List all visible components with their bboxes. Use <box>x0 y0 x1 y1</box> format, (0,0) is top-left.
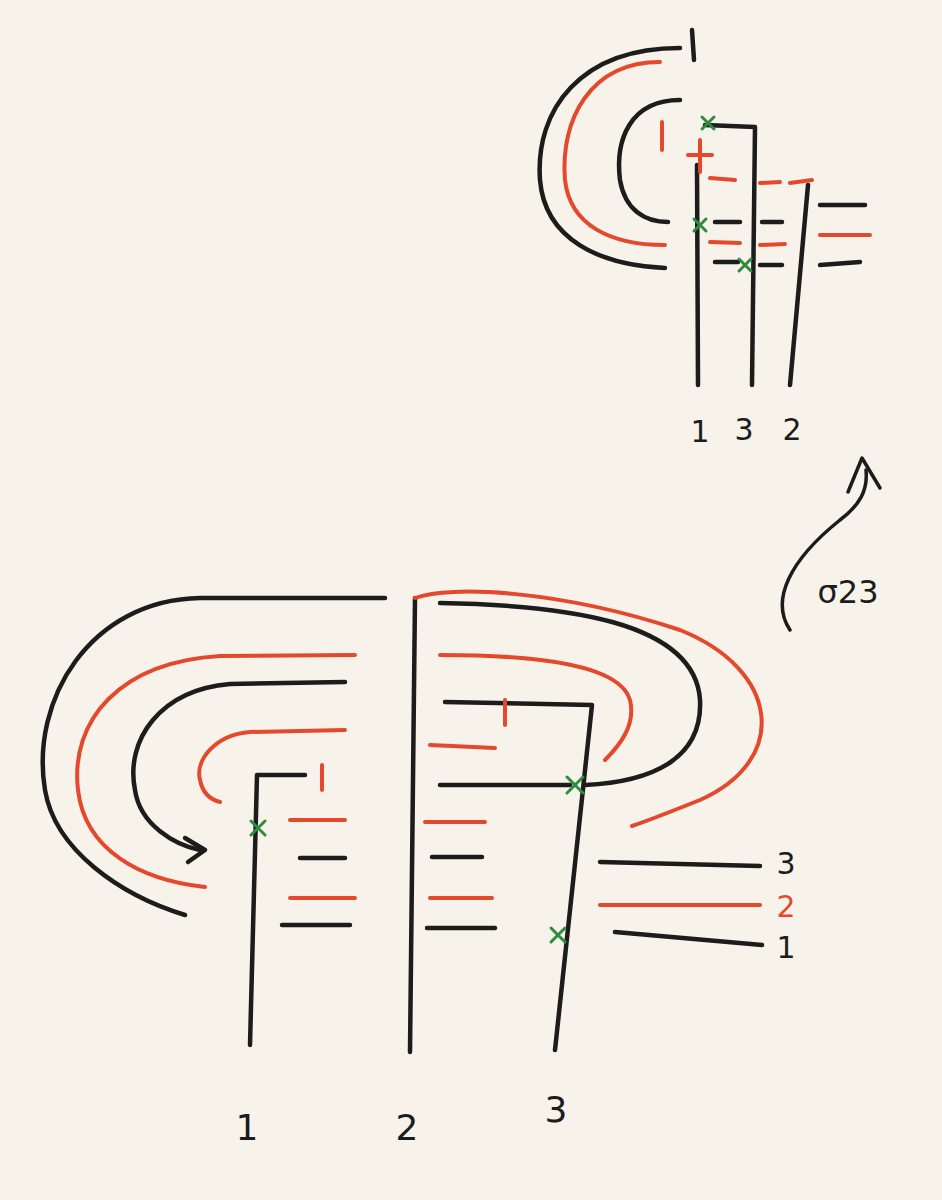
green-cross <box>702 117 714 129</box>
strand-segment <box>440 783 570 788</box>
arrow-head <box>848 458 880 492</box>
strand-line <box>410 598 415 1052</box>
strand-number: 3 <box>776 849 795 879</box>
strand-number: 1 <box>690 417 709 447</box>
closure-arc <box>540 48 680 268</box>
strand-number: 1 <box>776 933 795 963</box>
strand-end <box>820 233 870 237</box>
strand-number: 2 <box>782 415 801 445</box>
strand-number: 2 <box>776 892 795 922</box>
sigma-arrow <box>782 458 880 630</box>
closure-arc <box>43 598 385 915</box>
strand-segment <box>282 857 495 928</box>
closure-arc <box>619 100 680 222</box>
braid-generator: σ23 <box>818 576 879 608</box>
closure-arc <box>440 655 631 760</box>
green-cross <box>251 821 265 835</box>
strand-line <box>445 702 592 1050</box>
arrow-head <box>185 838 205 862</box>
strand-line <box>790 185 808 385</box>
green-cross <box>551 928 565 942</box>
closure-arc <box>564 62 665 245</box>
strand-line <box>250 775 305 1045</box>
strand-end <box>820 203 865 208</box>
closure-arc <box>440 603 700 785</box>
strand-segment <box>715 220 782 225</box>
strand-number: 3 <box>734 415 753 445</box>
large-braid <box>43 592 762 1052</box>
crossing-mark <box>660 122 664 150</box>
small-braid <box>540 30 870 385</box>
strand-line <box>705 125 755 385</box>
strand-line <box>692 30 694 60</box>
green-cross <box>694 219 706 231</box>
strand-end <box>820 262 860 265</box>
strand-segment <box>710 242 785 245</box>
strand-number: 1 <box>236 1110 259 1146</box>
closure-arc <box>415 592 762 826</box>
strand-number: 2 <box>396 1110 419 1146</box>
closure-arc <box>133 682 345 850</box>
green-cross <box>567 777 583 793</box>
crossing-mark <box>688 140 712 172</box>
closure-arc <box>77 655 355 887</box>
strand-segment <box>710 178 812 183</box>
strand-number: 3 <box>545 1092 568 1128</box>
green-cross <box>739 259 751 271</box>
strand-line <box>697 165 698 385</box>
strand-segment <box>290 745 495 898</box>
crossing-mark <box>322 700 505 790</box>
strand-end <box>600 862 762 945</box>
strand-end <box>600 903 760 907</box>
